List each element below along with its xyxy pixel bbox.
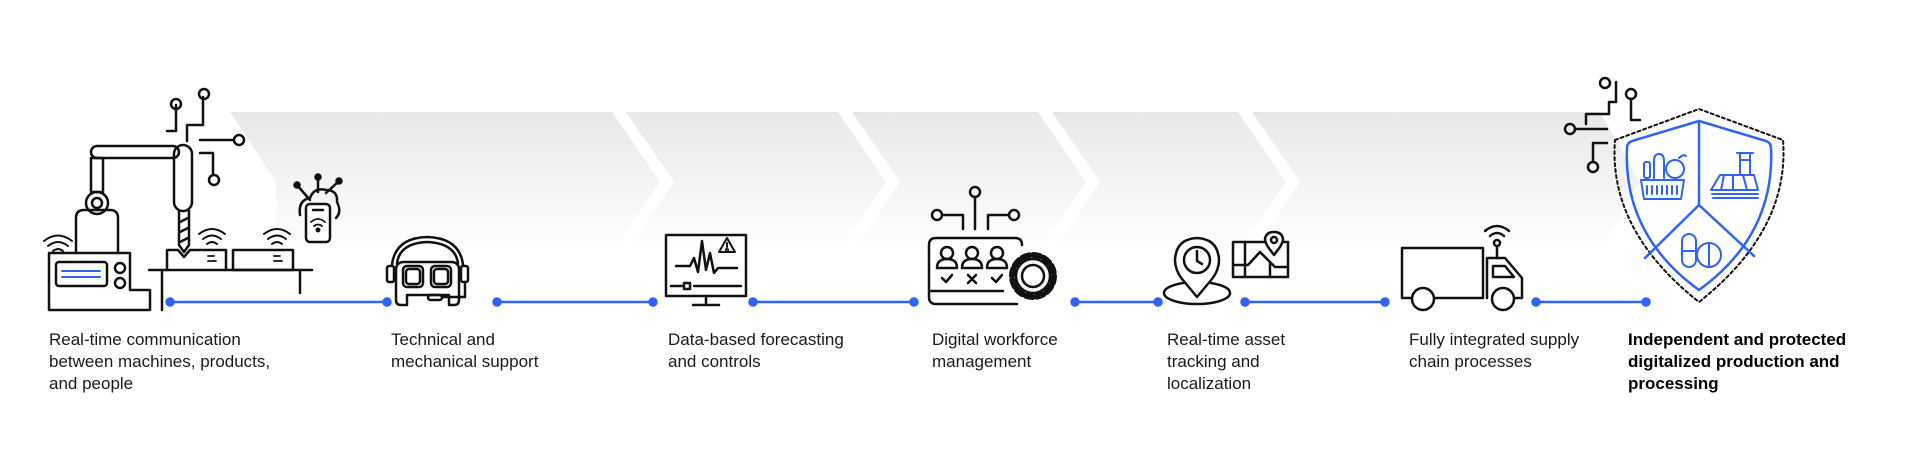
chevron-4 <box>1052 112 1286 252</box>
protected-shield-icon <box>1563 76 1785 303</box>
label-line: digitalized production and <box>1628 352 1840 371</box>
step-label-technical-support: Technical and mechanical support <box>391 329 538 373</box>
label-line: between machines, products, <box>49 352 271 371</box>
label-line: processing <box>1628 374 1719 393</box>
connected-truck-icon <box>1400 224 1524 312</box>
chevron-1 <box>230 112 660 252</box>
chevron-2 <box>626 112 886 252</box>
label-line: localization <box>1167 374 1252 393</box>
label-line: Technical and <box>391 330 495 349</box>
label-line: Independent and protected <box>1628 330 1847 349</box>
monitor-alert-icon <box>664 233 748 307</box>
label-line: tracking and <box>1167 352 1260 371</box>
step-label-supply-chain: Fully integrated supply chain processes <box>1409 329 1579 373</box>
label-line: chain processes <box>1409 352 1532 371</box>
label-line: Digital workforce <box>932 330 1058 349</box>
label-line: Real-time communication <box>49 330 241 349</box>
label-line: and people <box>49 374 134 393</box>
robot-arm-factory-icon <box>43 87 343 312</box>
chevron-band <box>230 112 1640 252</box>
label-line: Data-based forecasting <box>668 330 844 349</box>
timeline <box>165 297 1651 307</box>
label-line: Fully integrated supply <box>1409 330 1580 349</box>
label-line: and controls <box>668 352 761 371</box>
label-line: Real-time asset <box>1167 330 1286 349</box>
step-label-workforce: Digital workforce management <box>932 329 1058 373</box>
label-line: management <box>932 352 1032 371</box>
workforce-gear-icon <box>927 185 1057 306</box>
location-map-icon <box>1162 230 1290 306</box>
step-label-protected-production: Independent and protected digitalized pr… <box>1628 329 1846 395</box>
label-line: mechanical support <box>391 352 539 371</box>
vr-headset-icon <box>385 235 470 307</box>
chevron-5 <box>1252 112 1640 252</box>
step-label-forecasting: Data-based forecasting and controls <box>668 329 844 373</box>
step-label-realtime-communication: Real-time communication between machines… <box>49 329 270 395</box>
chevron-3 <box>852 112 1086 252</box>
step-label-asset-tracking: Real-time asset tracking and localizatio… <box>1167 329 1285 395</box>
